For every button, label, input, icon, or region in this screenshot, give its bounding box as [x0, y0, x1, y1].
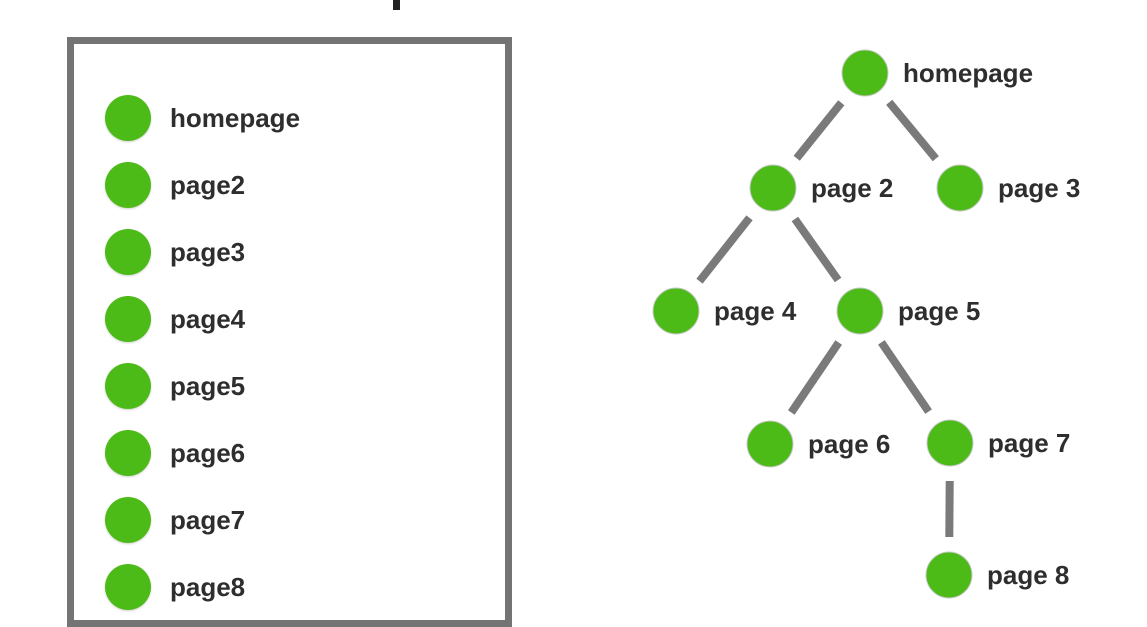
tree-node-label-page7: page 7 [988, 428, 1070, 458]
page-dot-icon [105, 95, 151, 141]
list-item: page3 [105, 229, 245, 275]
tree-node-circle-page4 [653, 288, 699, 334]
list-item: homepage [105, 95, 300, 141]
tree-node-circle-homepage [842, 50, 888, 96]
page-dot-icon [105, 497, 151, 543]
tree-node-label-homepage: homepage [903, 58, 1033, 88]
list-item-label: page4 [170, 304, 245, 335]
list-item-label: page5 [170, 371, 245, 402]
list-item: page4 [105, 296, 245, 342]
list-item: page6 [105, 430, 245, 476]
list-item-label: page2 [170, 170, 245, 201]
tree-node-circle-page7 [927, 420, 973, 466]
tree-node-label-page3: page 3 [998, 173, 1080, 203]
tree-edge-page2-page5 [795, 219, 838, 280]
tree-edge-homepage-page3 [889, 102, 936, 158]
list-item-label: page7 [170, 505, 245, 536]
tree-edge-page2-page4 [700, 218, 750, 281]
page-dot-icon [105, 430, 151, 476]
list-item-label: homepage [170, 103, 300, 134]
tree-node-circle-page3 [937, 165, 983, 211]
list-item-label: page6 [170, 438, 245, 469]
tree-node-circle-page8 [926, 552, 972, 598]
page-dot-icon [105, 162, 151, 208]
tree-node-label-page5: page 5 [898, 296, 980, 326]
list-item: page8 [105, 564, 245, 610]
page-dot-icon [105, 229, 151, 275]
page-dot-icon [105, 363, 151, 409]
tree-edge-homepage-page2 [797, 103, 842, 159]
tree-node-label-page4: page 4 [714, 296, 797, 326]
page-dot-icon [105, 564, 151, 610]
page-dot-icon [105, 296, 151, 342]
tree-node-circle-page5 [837, 288, 883, 334]
list-item: page5 [105, 363, 245, 409]
tree-node-label-page6: page 6 [808, 429, 890, 459]
tree-node-label-page2: page 2 [811, 173, 893, 203]
tree-edge-page5-page7 [881, 342, 928, 411]
list-item-label: page3 [170, 237, 245, 268]
tree-node-circle-page2 [750, 165, 796, 211]
diagram-canvas: homepage page 2 page 3 page 4 page 5 page 6 pa… [0, 0, 1147, 602]
list-item-label: page8 [170, 572, 245, 603]
list-item: page7 [105, 497, 245, 543]
list-item: page2 [105, 162, 245, 208]
tree-node-circle-page6 [747, 421, 793, 467]
tree-edge-page5-page6 [791, 343, 838, 413]
tree-node-label-page8: page 8 [987, 560, 1069, 590]
